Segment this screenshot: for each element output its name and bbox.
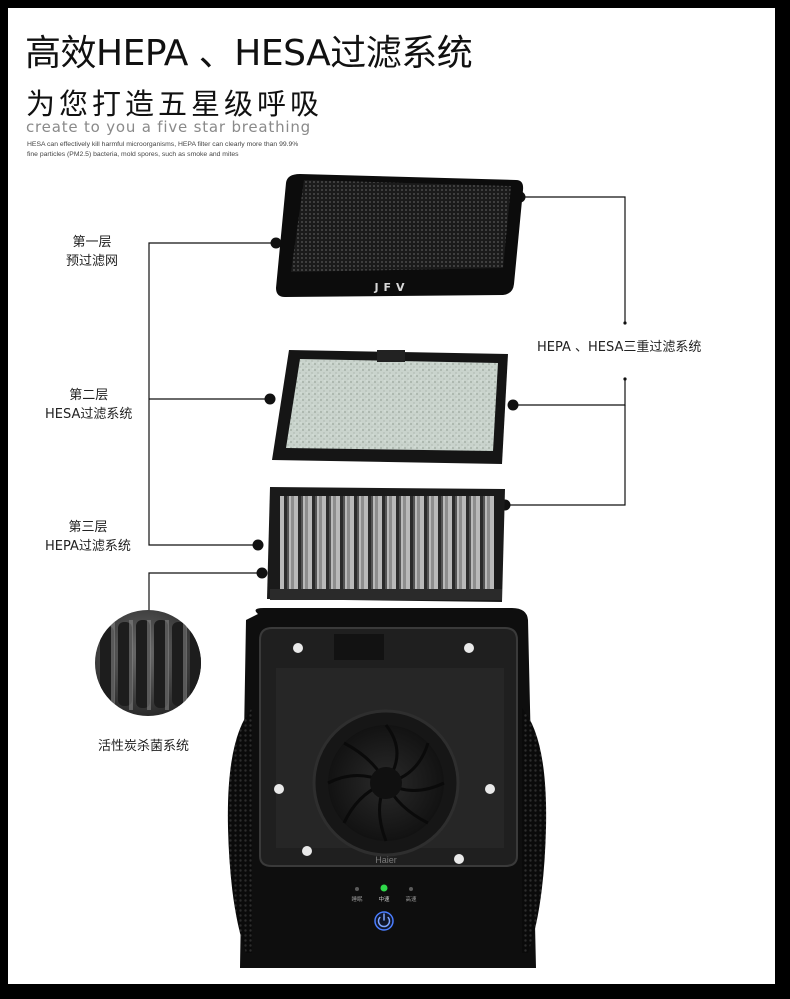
layer-1-name: 预过滤网 [66,254,119,269]
description-text: HESA can effectively kill harmful microo… [27,140,367,159]
panel-label-medium: 中速 [378,895,390,903]
layer-3-title: 第三层 [68,520,108,535]
panel-label-sleep: 睡眠 [351,895,363,903]
layer-2-label: 第二层 HESA过滤系统 [45,386,132,424]
layer-1-label: 第一层 预过滤网 [66,233,118,271]
product-poster: 高效HEPA 、HESA过滤系统 为您打造五星级呼吸 create to you… [8,8,775,984]
description-line-2: fine particles (PM2.5) bacteria, mold sp… [27,150,239,158]
filter-diagram: JFV [95,174,627,968]
hesa-filter-panel [272,350,508,464]
filter-brand-logo: JFV [373,281,409,294]
layer-1-title: 第一层 [72,235,112,250]
triple-filter-label: HEPA 、HESA三重过滤系统 [537,340,702,355]
power-icon [374,911,394,931]
right-connector-lines [505,196,626,506]
panel-label-high: 高速 [405,895,417,903]
activated-carbon-closeup [95,610,201,716]
layer-3-name: HEPA过滤系统 [45,539,131,554]
sleep-indicator-light [355,887,359,891]
pre-filter-mesh-panel: JFV [276,174,524,297]
layer-2-name: HESA过滤系统 [45,407,133,422]
medium-speed-indicator-light [380,884,388,892]
description-line-1: HESA can effectively kill harmful microo… [27,141,299,148]
layer-3-label: 第三层 HEPA过滤系统 [45,518,131,556]
english-subtitle: create to you a five star breathing [26,118,312,136]
layer-2-title: 第二层 [69,388,109,403]
air-purifier-body: Haier [227,608,547,968]
chinese-subtitle: 为您打造五星级呼吸 [26,87,324,121]
activated-carbon-label: 活性炭杀菌系统 [98,739,190,754]
page-title: 高效HEPA 、HESA过滤系统 [25,33,473,74]
hepa-filter-panel [267,487,505,602]
control-panel: 睡眠 中速 高速 [351,884,417,931]
body-brand-logo: Haier [375,855,397,865]
high-speed-indicator-light [409,887,413,891]
